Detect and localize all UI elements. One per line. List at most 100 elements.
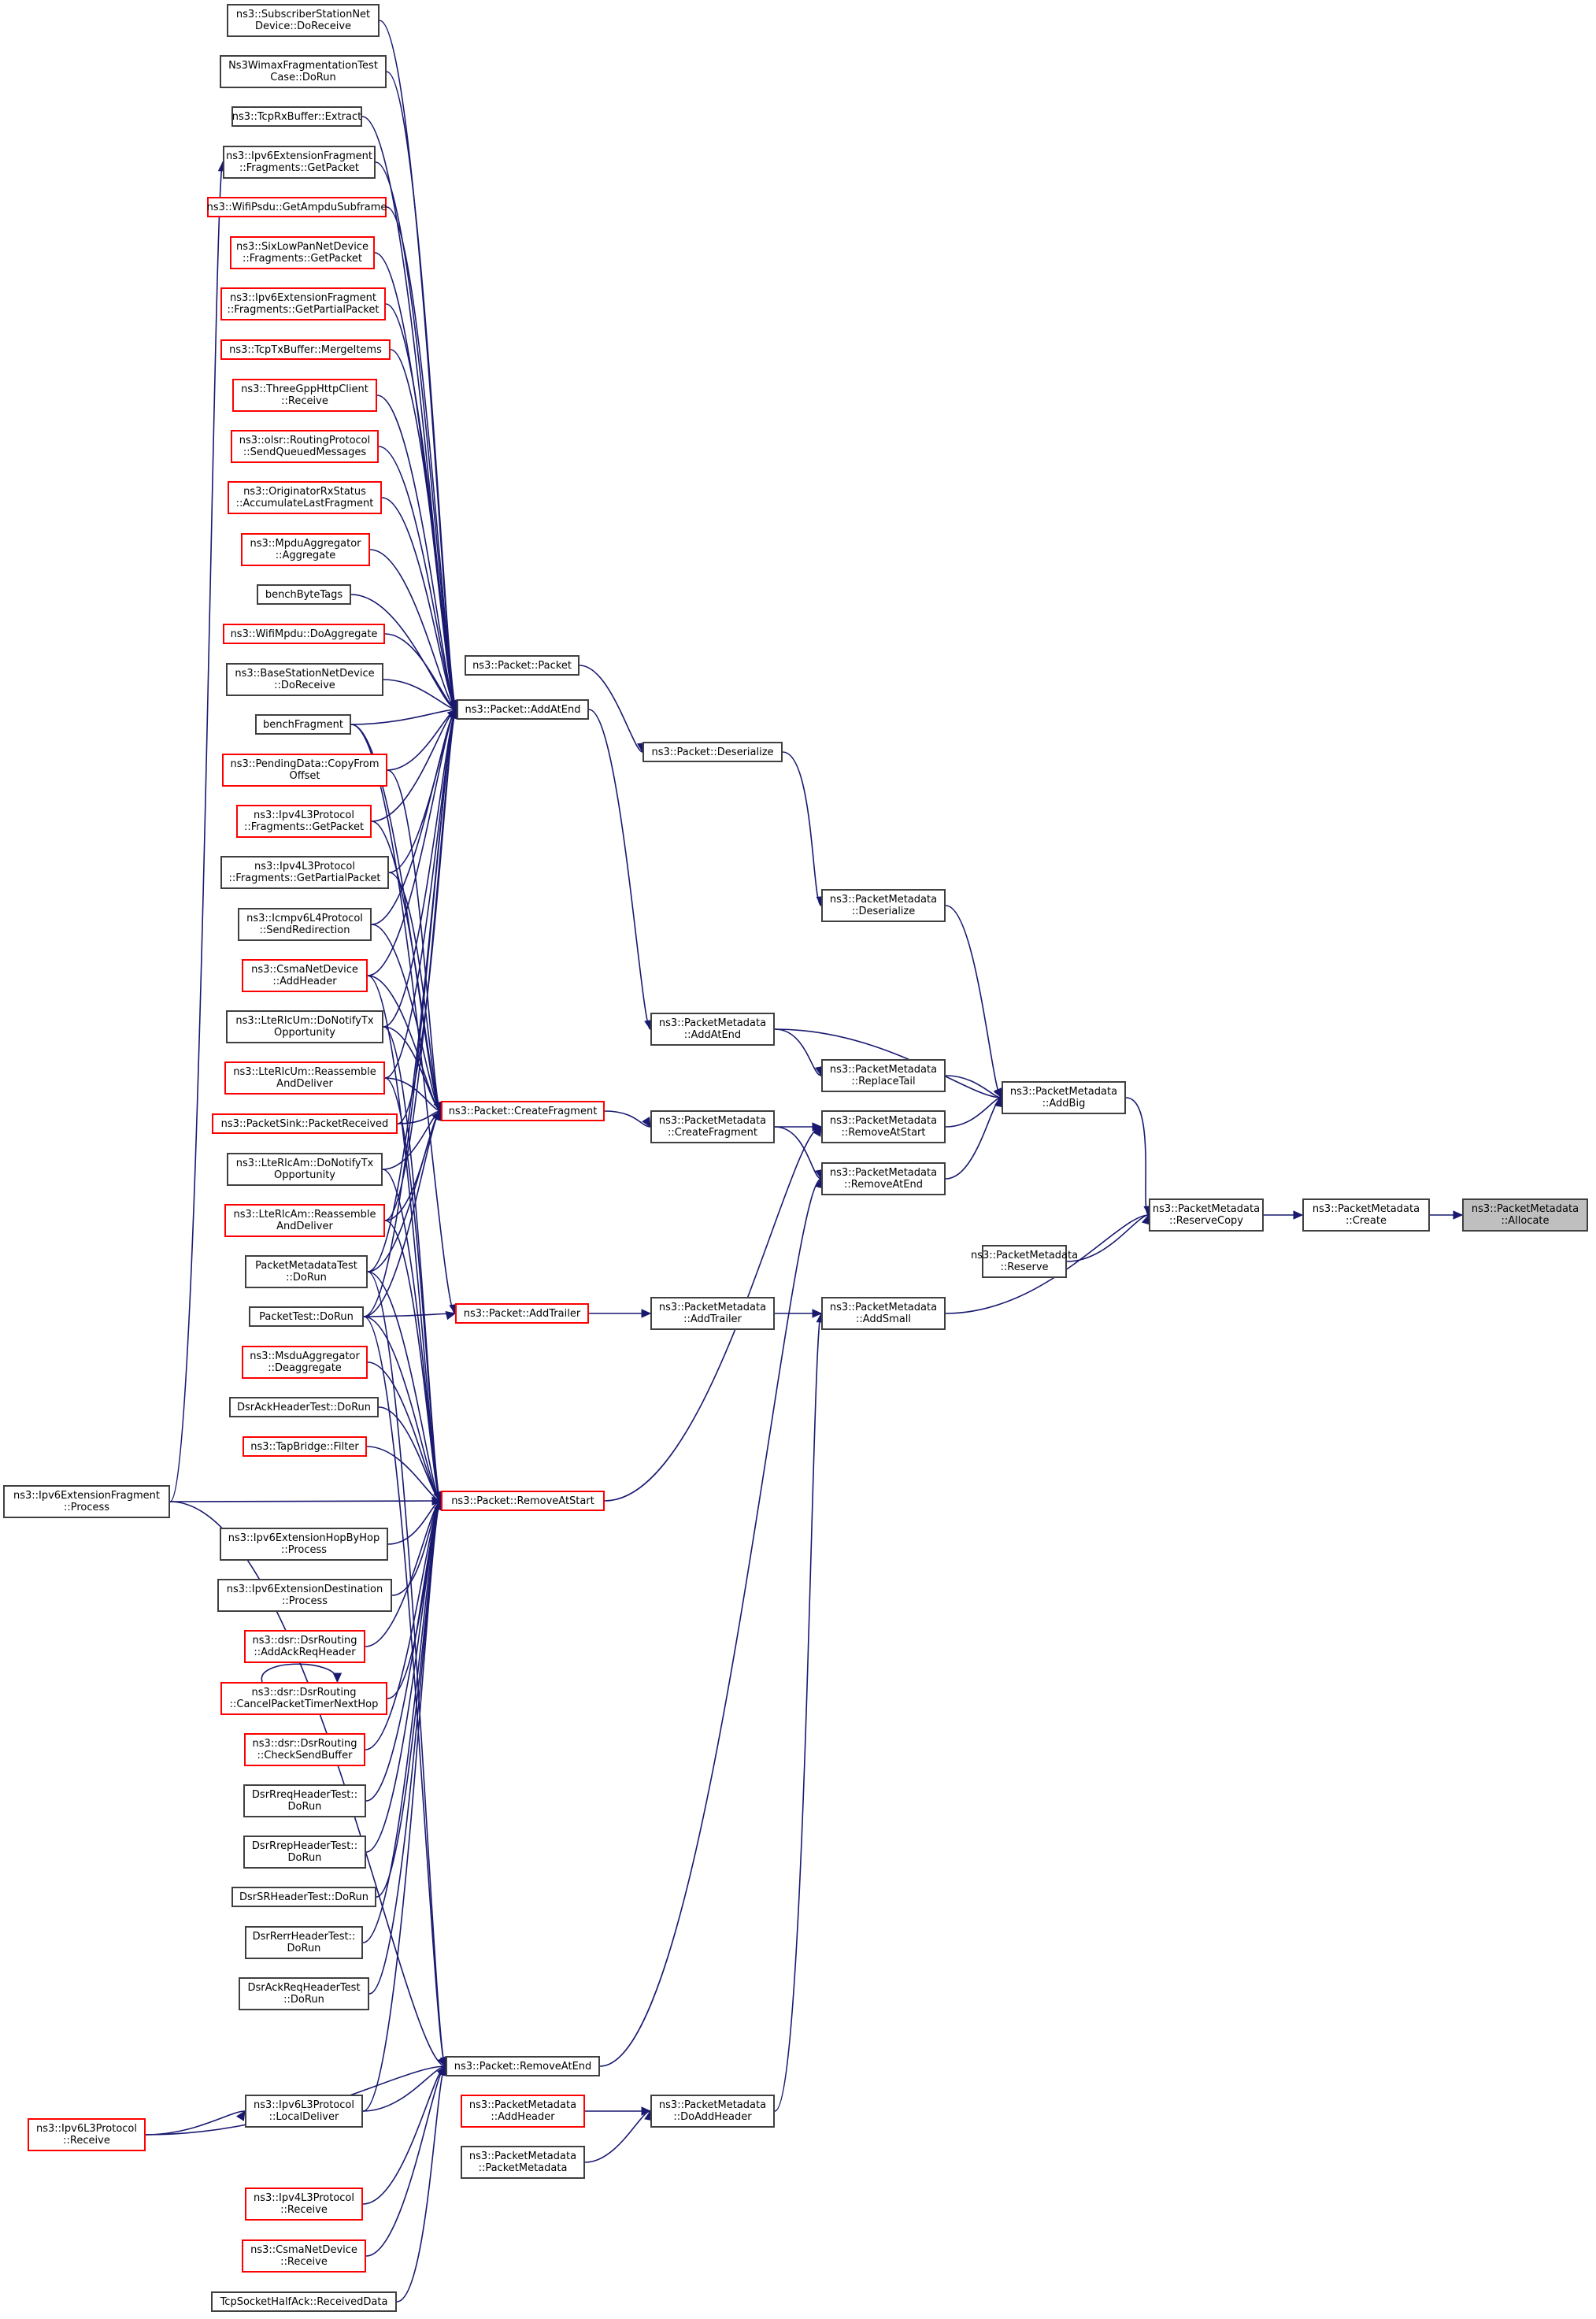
edge-p_createfragment-to-pm_createfragment [604,1110,651,1128]
graph-node-c40[interactable]: DsrRerrHeaderTest:: DoRun [245,1926,363,1959]
graph-node-c22[interactable]: ns3::LteRlcUm::DoNotifyTx Opportunity [226,1010,383,1043]
graph-node-pm-createfragment[interactable]: ns3::PacketMetadata ::CreateFragment [650,1110,775,1143]
edge-c41-to-p_removeatstart [368,1500,442,1995]
graph-node-c35[interactable]: ns3::dsr::DsrRouting ::CancelPacketTimer… [220,1682,387,1715]
graph-node-c01[interactable]: ns3::SubscriberStationNet Device::DoRece… [227,4,380,37]
graph-node-c42[interactable]: ns3::Ipv6L3Protocol ::LocalDeliver [245,2095,363,2128]
graph-node-c04[interactable]: ns3::Ipv6ExtensionFragment ::Fragments::… [223,146,376,179]
edge-p_deserialize-to-pm_deserialize [782,751,822,906]
graph-node-c38[interactable]: DsrRrepHeaderTest:: DoRun [243,1836,366,1869]
edge-c22-to-p_createfragment [383,1026,442,1112]
edge-c25-to-p_createfragment [382,1110,442,1170]
edge-c45-to-p_removeatend [396,2065,446,2302]
graph-node-c17[interactable]: ns3::PendingData::CopyFrom Offset [222,754,387,787]
edge-c17-to-p_createfragment [387,769,442,1112]
graph-node-p-removeatend[interactable]: ns3::Packet::RemoveAtEnd [446,2056,600,2076]
edge-c10-to-p_addatend [378,446,457,710]
edge-c14-to-p_addatend [384,633,457,710]
graph-node-c39[interactable]: DsrSRHeaderTest::DoRun [231,1887,376,1907]
edge-c27-to-p_removeatstart [367,1271,442,1502]
graph-node-allocate[interactable]: ns3::PacketMetadata ::Allocate [1462,1198,1588,1232]
graph-node-pm-deserialize[interactable]: ns3::PacketMetadata ::Deserialize [821,889,946,922]
graph-node-c03[interactable]: ns3::TcpRxBuffer::Extract [231,106,362,127]
edge-c28-to-p_removeatend [363,1316,446,2067]
arrowhead [1293,1210,1304,1220]
graph-node-reserve[interactable]: ns3::PacketMetadata ::Reserve [971,1245,1078,1278]
edge-c28-to-p_addtrailer [363,1313,456,1317]
graph-node-c33[interactable]: ns3::Ipv6ExtensionDestination ::Process [217,1579,392,1612]
graph-node-c36[interactable]: ns3::dsr::DsrRouting ::CheckSendBuffer [244,1733,365,1766]
arrowhead [445,1310,457,1321]
edge-c44-to-p_removeatend [365,2065,446,2257]
graph-node-c43[interactable]: ns3::Ipv4L3Protocol ::Receive [245,2187,363,2221]
edge-c42-to-p_removeatend [362,2065,446,2112]
graph-node-c45[interactable]: TcpSocketHalfAck::ReceivedData [211,2291,397,2312]
graph-node-c11[interactable]: ns3::OriginatorRxStatus ::AccumulateLast… [228,481,382,514]
edge-c32-to-p_removeatstart [387,1500,442,1545]
graph-node-c07[interactable]: ns3::Ipv6ExtensionFragment ::Fragments::… [220,287,386,320]
graph-node-c37[interactable]: DsrRreqHeaderTest:: DoRun [243,1784,366,1817]
graph-node-c26[interactable]: ns3::LteRlcAm::Reassemble AndDeliver [224,1204,385,1237]
graph-node-c30[interactable]: DsrAckHeaderTest::DoRun [229,1397,379,1417]
graph-node-ipv6frag-process[interactable]: ns3::Ipv6ExtensionFragment ::Process [3,1485,170,1518]
graph-node-pm-packetmetadata[interactable]: ns3::PacketMetadata ::PacketMetadata [461,2146,585,2179]
edge-c01-to-p_addatend [379,20,457,710]
graph-node-c06[interactable]: ns3::SixLowPanNetDevice ::Fragments::Get… [230,236,375,269]
graph-node-c13[interactable]: benchByteTags [257,584,351,605]
graph-node-c15[interactable]: ns3::BaseStationNetDevice ::DoReceive [226,663,383,696]
graph-node-c05[interactable]: ns3::WifiPsdu::GetAmpduSubframe [207,197,387,217]
edge-c28-to-p_createfragment [363,1110,442,1317]
graph-node-c44[interactable]: ns3::CsmaNetDevice ::Receive [242,2239,366,2273]
arrowhead [641,1309,652,1318]
graph-node-pm-removeatend[interactable]: ns3::PacketMetadata ::RemoveAtEnd [821,1162,946,1195]
graph-node-reservecopy[interactable]: ns3::PacketMetadata ::ReserveCopy [1149,1198,1264,1232]
graph-node-c10[interactable]: ns3::olsr::RoutingProtocol ::SendQueuedM… [231,430,379,463]
graph-node-c20[interactable]: ns3::Icmpv6L4Protocol ::SendRedirection [238,908,372,941]
graph-node-addbig[interactable]: ns3::PacketMetadata ::AddBig [1002,1081,1126,1114]
graph-node-p-deserialize[interactable]: ns3::Packet::Deserialize [642,742,783,762]
graph-node-c16[interactable]: benchFragment [255,714,351,735]
graph-node-c18[interactable]: ns3::Ipv4L3Protocol ::Fragments::GetPack… [236,805,372,838]
graph-node-pm-addheader[interactable]: ns3::PacketMetadata ::AddHeader [461,2095,585,2128]
graph-node-ipv6l3-receive[interactable]: ns3::Ipv6L3Protocol ::Receive [28,2118,146,2151]
graph-node-c09[interactable]: ns3::ThreeGppHttpClient ::Receive [232,379,377,412]
graph-node-pm-addatend[interactable]: ns3::PacketMetadata ::AddAtEnd [650,1013,775,1046]
graph-node-c08[interactable]: ns3::TcpTxBuffer::MergeItems [220,339,391,360]
graph-node-pm-doaddheader[interactable]: ns3::PacketMetadata ::DoAddHeader [650,2095,775,2128]
graph-node-pm-removeatstart[interactable]: ns3::PacketMetadata ::RemoveAtStart [821,1110,946,1143]
graph-node-c31[interactable]: ns3::TapBridge::Filter [243,1436,367,1457]
graph-node-c29[interactable]: ns3::MsduAggregator ::Deaggregate [242,1346,368,1379]
graph-node-p-packet[interactable]: ns3::Packet::Packet [465,655,580,676]
graph-node-addsmall[interactable]: ns3::PacketMetadata ::AddSmall [821,1297,946,1330]
graph-node-c24[interactable]: ns3::PacketSink::PacketReceived [212,1113,398,1134]
graph-node-p-addatend[interactable]: ns3::Packet::AddAtEnd [457,699,589,720]
edge-c23-to-p_createfragment [384,1077,442,1112]
edge-pm_removeatstart-to-addbig [945,1097,1002,1128]
graph-node-p-removeatstart[interactable]: ns3::Packet::RemoveAtStart [441,1491,605,1511]
graph-node-c02[interactable]: Ns3WimaxFragmentationTest Case::DoRun [220,55,387,88]
graph-node-create[interactable]: ns3::PacketMetadata ::Create [1302,1198,1430,1232]
graph-node-p-addtrailer[interactable]: ns3::Packet::AddTrailer [455,1303,589,1324]
graph-node-pm-addtrailer[interactable]: ns3::PacketMetadata ::AddTrailer [650,1297,775,1330]
graph-node-c25[interactable]: ns3::LteRlcAm::DoNotifyTx Opportunity [227,1153,383,1186]
graph-node-c19[interactable]: ns3::Ipv4L3Protocol ::Fragments::GetPart… [220,856,389,889]
edge-pm_createfragment-to-pm_removeatend [774,1126,822,1180]
edge-pm_addatend-to-pm_replacetail [774,1028,822,1076]
edge-addbig-to-reservecopy [1125,1097,1150,1216]
graph-node-c14[interactable]: ns3::WifiMpdu::DoAggregate [223,624,385,644]
graph-node-c27[interactable]: PacketMetadataTest ::DoRun [245,1255,368,1288]
graph-node-c32[interactable]: ns3::Ipv6ExtensionHopByHop ::Process [220,1528,388,1561]
edge-c11-to-p_addatend [381,497,457,710]
graph-node-p-createfragment[interactable]: ns3::Packet::CreateFragment [441,1101,605,1121]
graph-node-c21[interactable]: ns3::CsmaNetDevice ::AddHeader [242,959,368,992]
graph-node-c28[interactable]: PacketTest::DoRun [249,1306,364,1327]
graph-node-c41[interactable]: DsrAckReqHeaderTest ::DoRun [239,1977,369,2010]
graph-node-c12[interactable]: ns3::MpduAggregator ::Aggregate [241,533,370,566]
graph-node-c34[interactable]: ns3::dsr::DsrRouting ::AddAckReqHeader [244,1630,365,1663]
arrowhead [642,1117,651,1128]
graph-node-c23[interactable]: ns3::LteRlcUm::Reassemble AndDeliver [224,1061,385,1095]
edge-c15-to-p_addatend [383,679,457,710]
edge-c16-to-p_addatend [350,709,457,725]
graph-node-pm-replacetail[interactable]: ns3::PacketMetadata ::ReplaceTail [821,1059,946,1092]
